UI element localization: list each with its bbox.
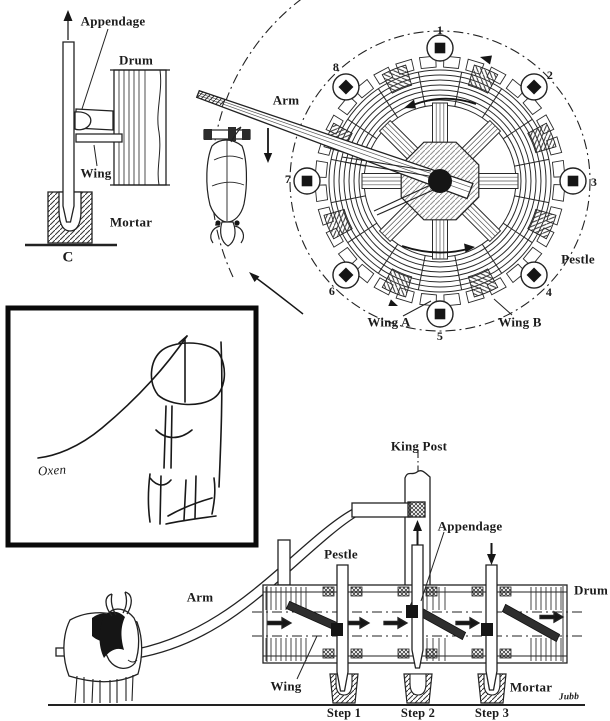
- appendage-step1: [331, 623, 343, 636]
- artist-signature: Jubb: [558, 691, 580, 703]
- wheel-rim-planks: [328, 69, 552, 293]
- label-step-2: Step 2: [400, 705, 436, 720]
- pestle-left-partial: [277, 539, 291, 586]
- station-number-1: 1: [436, 23, 444, 37]
- sketch-pointer-arrow: [249, 272, 304, 315]
- ox-plan-view: [203, 126, 251, 247]
- label-wing-side: Wing: [270, 678, 302, 694]
- arm-end-block: [407, 501, 426, 518]
- pestle-c: [62, 41, 92, 223]
- hub-axle: [428, 169, 452, 193]
- label-appendage-c: Appendage: [80, 13, 146, 29]
- label-pestle-plan: Pestle: [561, 251, 595, 267]
- label-drum-side: Drum: [573, 582, 609, 598]
- wing-b-leader: [493, 298, 513, 316]
- label-step-3: Step 3: [474, 705, 510, 720]
- ox-tail: [230, 126, 242, 143]
- label-mortar-c: Mortar: [109, 214, 153, 230]
- wing-label-leader: [296, 635, 318, 680]
- rotation-arrow-lower: [401, 243, 475, 254]
- ox-horn-right: [122, 591, 132, 615]
- sketch-signature: Oxen: [37, 461, 67, 479]
- station-number-8: 8: [332, 60, 340, 74]
- up-arrow-icon: [63, 10, 73, 40]
- label-arm-side: Arm: [186, 589, 214, 605]
- station-number-3: 3: [590, 175, 598, 189]
- mortar-step2: [403, 673, 433, 704]
- curved-arm-upper: [136, 506, 358, 650]
- drop-arrow-icon: [487, 543, 496, 565]
- station-number-5: 5: [436, 329, 444, 343]
- ox-horn-left: [210, 225, 221, 244]
- plan-view-wheel: [195, 0, 591, 332]
- detail-c-drawing: [25, 10, 170, 247]
- appendage-label-leader: [420, 531, 445, 602]
- drum-c: [110, 69, 170, 186]
- appendage-step2: [406, 605, 418, 618]
- label-wing-b: Wing B: [498, 314, 542, 330]
- station-number-2: 2: [546, 68, 554, 82]
- ox-travel-arrow: [263, 128, 273, 163]
- lift-arrow-icon: [413, 520, 422, 545]
- ox-horn-right: [234, 225, 245, 244]
- label-king-post: King Post: [390, 438, 448, 454]
- station-number-4: 4: [545, 285, 553, 299]
- label-wing-a: Wing A: [367, 314, 411, 330]
- path-arrow-upper-right: [480, 55, 492, 65]
- label-drum-c: Drum: [118, 52, 154, 68]
- pestle-path-circle: [289, 30, 591, 332]
- appendage-leader: [80, 28, 109, 113]
- wing-leader: [93, 144, 98, 167]
- freehand-sketch: [37, 335, 226, 525]
- appendage-step3: [481, 623, 493, 636]
- ox-mane: [99, 611, 125, 658]
- wing-a-leader: [402, 300, 432, 317]
- side-view-drawing: [48, 452, 585, 706]
- rotation-arrow-upper: [404, 97, 477, 109]
- ox-head: [220, 221, 236, 247]
- label-arm-plan: Arm: [272, 92, 300, 108]
- ox-path-circle: [210, 0, 302, 278]
- wing-step3: [501, 603, 561, 643]
- appendage-fin: [74, 111, 92, 131]
- horizontal-arm: [351, 502, 411, 518]
- ox-side-view: [55, 591, 143, 704]
- ox-legs: [74, 674, 134, 704]
- station-number-6: 6: [328, 284, 336, 298]
- sketch-box: [5, 305, 259, 548]
- path-arrow-lower-left: [388, 299, 398, 306]
- label-appendage-side: Appendage: [437, 518, 503, 534]
- station-number-7: 7: [284, 172, 292, 186]
- label-wing-c: Wing: [80, 165, 112, 181]
- label-step-1: Step 1: [326, 705, 362, 720]
- label-mortar-side: Mortar: [509, 679, 553, 695]
- drive-arm: [195, 89, 474, 216]
- caption-c: C: [62, 249, 74, 266]
- label-pestle-side: Pestle: [324, 546, 358, 562]
- pestle-bearings: [322, 586, 512, 659]
- ox-horn-left: [105, 593, 117, 617]
